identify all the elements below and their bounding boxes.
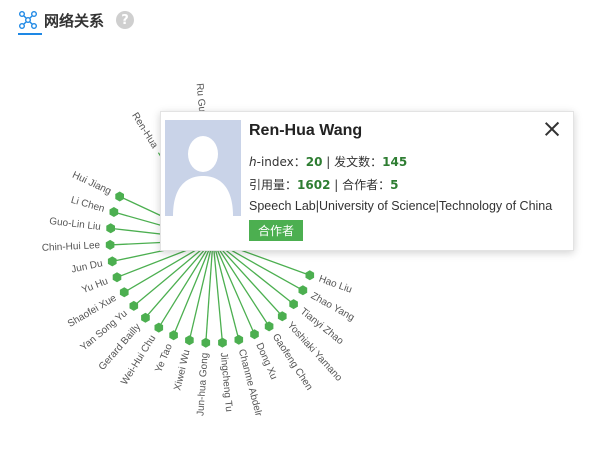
citations-label: 引用量： <box>249 178 298 192</box>
graph-node[interactable] <box>298 285 308 296</box>
node-label: Hao Liu <box>317 274 353 296</box>
graph-link <box>212 239 270 327</box>
separator: | <box>322 155 335 169</box>
active-tab-indicator <box>18 33 42 35</box>
graph-node[interactable] <box>141 312 150 323</box>
node-label: Jun Du <box>70 258 103 275</box>
graph-node[interactable] <box>264 321 274 332</box>
graph-nodes <box>105 191 315 348</box>
section-header: 网络关系 ? <box>0 0 595 40</box>
citations-value: 1602 <box>297 178 331 192</box>
node-label: Jun-hua Gong <box>195 352 210 416</box>
graph-node[interactable] <box>109 207 119 217</box>
graph-link <box>212 239 256 335</box>
graph-link <box>212 239 283 317</box>
node-label: Xiwei Wu <box>172 349 192 392</box>
graph-node[interactable] <box>289 299 298 310</box>
graph-node[interactable] <box>201 337 211 348</box>
graph-node[interactable] <box>107 256 117 267</box>
graph-node[interactable] <box>218 337 227 348</box>
coauthors-value: 5 <box>390 178 399 192</box>
graph-node[interactable] <box>234 334 244 345</box>
node-label: Yu Hu <box>80 276 109 296</box>
node-label: Ye Tao <box>153 342 175 374</box>
graph-node[interactable] <box>250 329 259 340</box>
close-icon[interactable] <box>543 120 561 138</box>
graph-node[interactable] <box>115 191 124 202</box>
papers-label: 发文数： <box>334 155 383 169</box>
h-index-value: 20 <box>305 155 323 169</box>
coauthor-button[interactable]: 合作者 <box>249 220 303 241</box>
graph-link <box>212 239 224 343</box>
graph-node[interactable] <box>112 272 122 283</box>
graph-link <box>212 239 240 340</box>
graph-node[interactable] <box>106 223 115 234</box>
tab-label: 网络关系 <box>44 11 105 30</box>
graph-link <box>172 239 214 336</box>
graph-link <box>158 239 214 328</box>
tab-network-relations[interactable]: 网络关系 ? <box>18 5 135 35</box>
affiliation: Speech Lab|University of Science|Technol… <box>249 199 553 213</box>
graph-link <box>188 239 214 341</box>
graph-node[interactable] <box>119 287 129 298</box>
graph-node[interactable] <box>105 239 115 250</box>
h-index-label: h <box>249 155 257 169</box>
node-label: Guo-Lin Liu <box>49 216 102 233</box>
papers-value: 145 <box>382 155 408 169</box>
node-label: Hui Jiang <box>70 170 112 198</box>
help-icon[interactable]: ? <box>116 11 135 29</box>
citations-coauthors-line: 引用量：1602 | 合作者：5 <box>249 176 398 193</box>
graph-link <box>144 239 214 319</box>
graph-node[interactable] <box>169 330 178 341</box>
network-icon <box>18 10 38 30</box>
graph-node[interactable] <box>129 300 139 311</box>
node-label: Chin-Hui Lee <box>42 240 101 254</box>
node-label: Dong Xu <box>253 341 279 381</box>
separator: | <box>330 178 343 192</box>
node-label: Jingcheng Tu <box>218 352 234 412</box>
graph-node[interactable] <box>185 335 194 346</box>
h-index-papers-line: h-index：20 | 发文数：145 <box>249 153 407 170</box>
node-label-partial: Ren-Hua <box>129 111 160 151</box>
graph-link <box>205 239 214 343</box>
graph-node[interactable] <box>277 311 287 322</box>
author-name: Ren-Hua Wang <box>249 122 363 139</box>
h-index-suffix: -index： <box>256 155 306 169</box>
node-label: Li Chen <box>70 195 106 215</box>
coauthors-label: 合作者： <box>342 178 391 192</box>
graph-node[interactable] <box>154 322 164 333</box>
graph-node[interactable] <box>305 270 315 281</box>
avatar <box>165 120 241 216</box>
author-info-popup: Ren-Hua Wang h-index：20 | 发文数：145 引用量：16… <box>160 111 574 251</box>
